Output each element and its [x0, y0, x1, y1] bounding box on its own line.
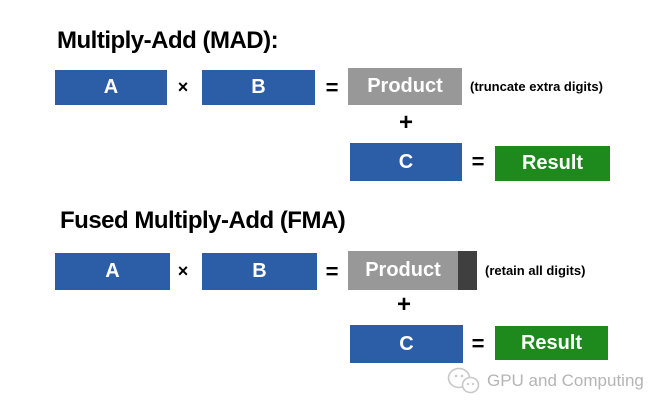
fma-section-title: Fused Multiply-Add (FMA): [60, 207, 346, 234]
fma-operand-c-box: C: [350, 325, 463, 363]
fma-result-box: Result: [495, 326, 608, 360]
wechat-logo-icon: [446, 365, 482, 397]
mad-product-note: (truncate extra digits): [470, 79, 603, 94]
fma-operand-b-box: B: [202, 253, 317, 290]
mad-section-title: Multiply-Add (MAD):: [57, 27, 279, 54]
mad-operand-b-box: B: [202, 70, 315, 105]
fma-product-note: (retain all digits): [485, 263, 586, 278]
mad-operand-a-box: A: [55, 70, 167, 105]
fma-extra-bits-segment: [458, 251, 477, 290]
fma-equals-operator: =: [325, 258, 339, 284]
fma-multiply-operator: ×: [177, 261, 189, 281]
mad-multiply-operator: ×: [177, 77, 189, 97]
fma-operand-a-box: A: [55, 253, 170, 290]
fma-plus-operator: +: [396, 291, 411, 318]
mad-result-box: Result: [495, 146, 610, 181]
mad-operand-c-box: C: [350, 143, 462, 181]
mad-equals-operator: =: [325, 74, 339, 100]
fma-product-box: Product: [348, 251, 477, 290]
mad-plus-operator: +: [398, 109, 413, 136]
mad-product-box: Product: [348, 68, 462, 105]
fma-equals2-operator: =: [471, 331, 485, 356]
watermark-label: GPU and Computing: [487, 371, 644, 390]
fma-product-label: Product: [348, 251, 458, 290]
watermark: GPU and Computing: [446, 364, 644, 398]
mad-equals2-operator: =: [471, 149, 485, 174]
mad-product-label: Product: [348, 68, 462, 105]
